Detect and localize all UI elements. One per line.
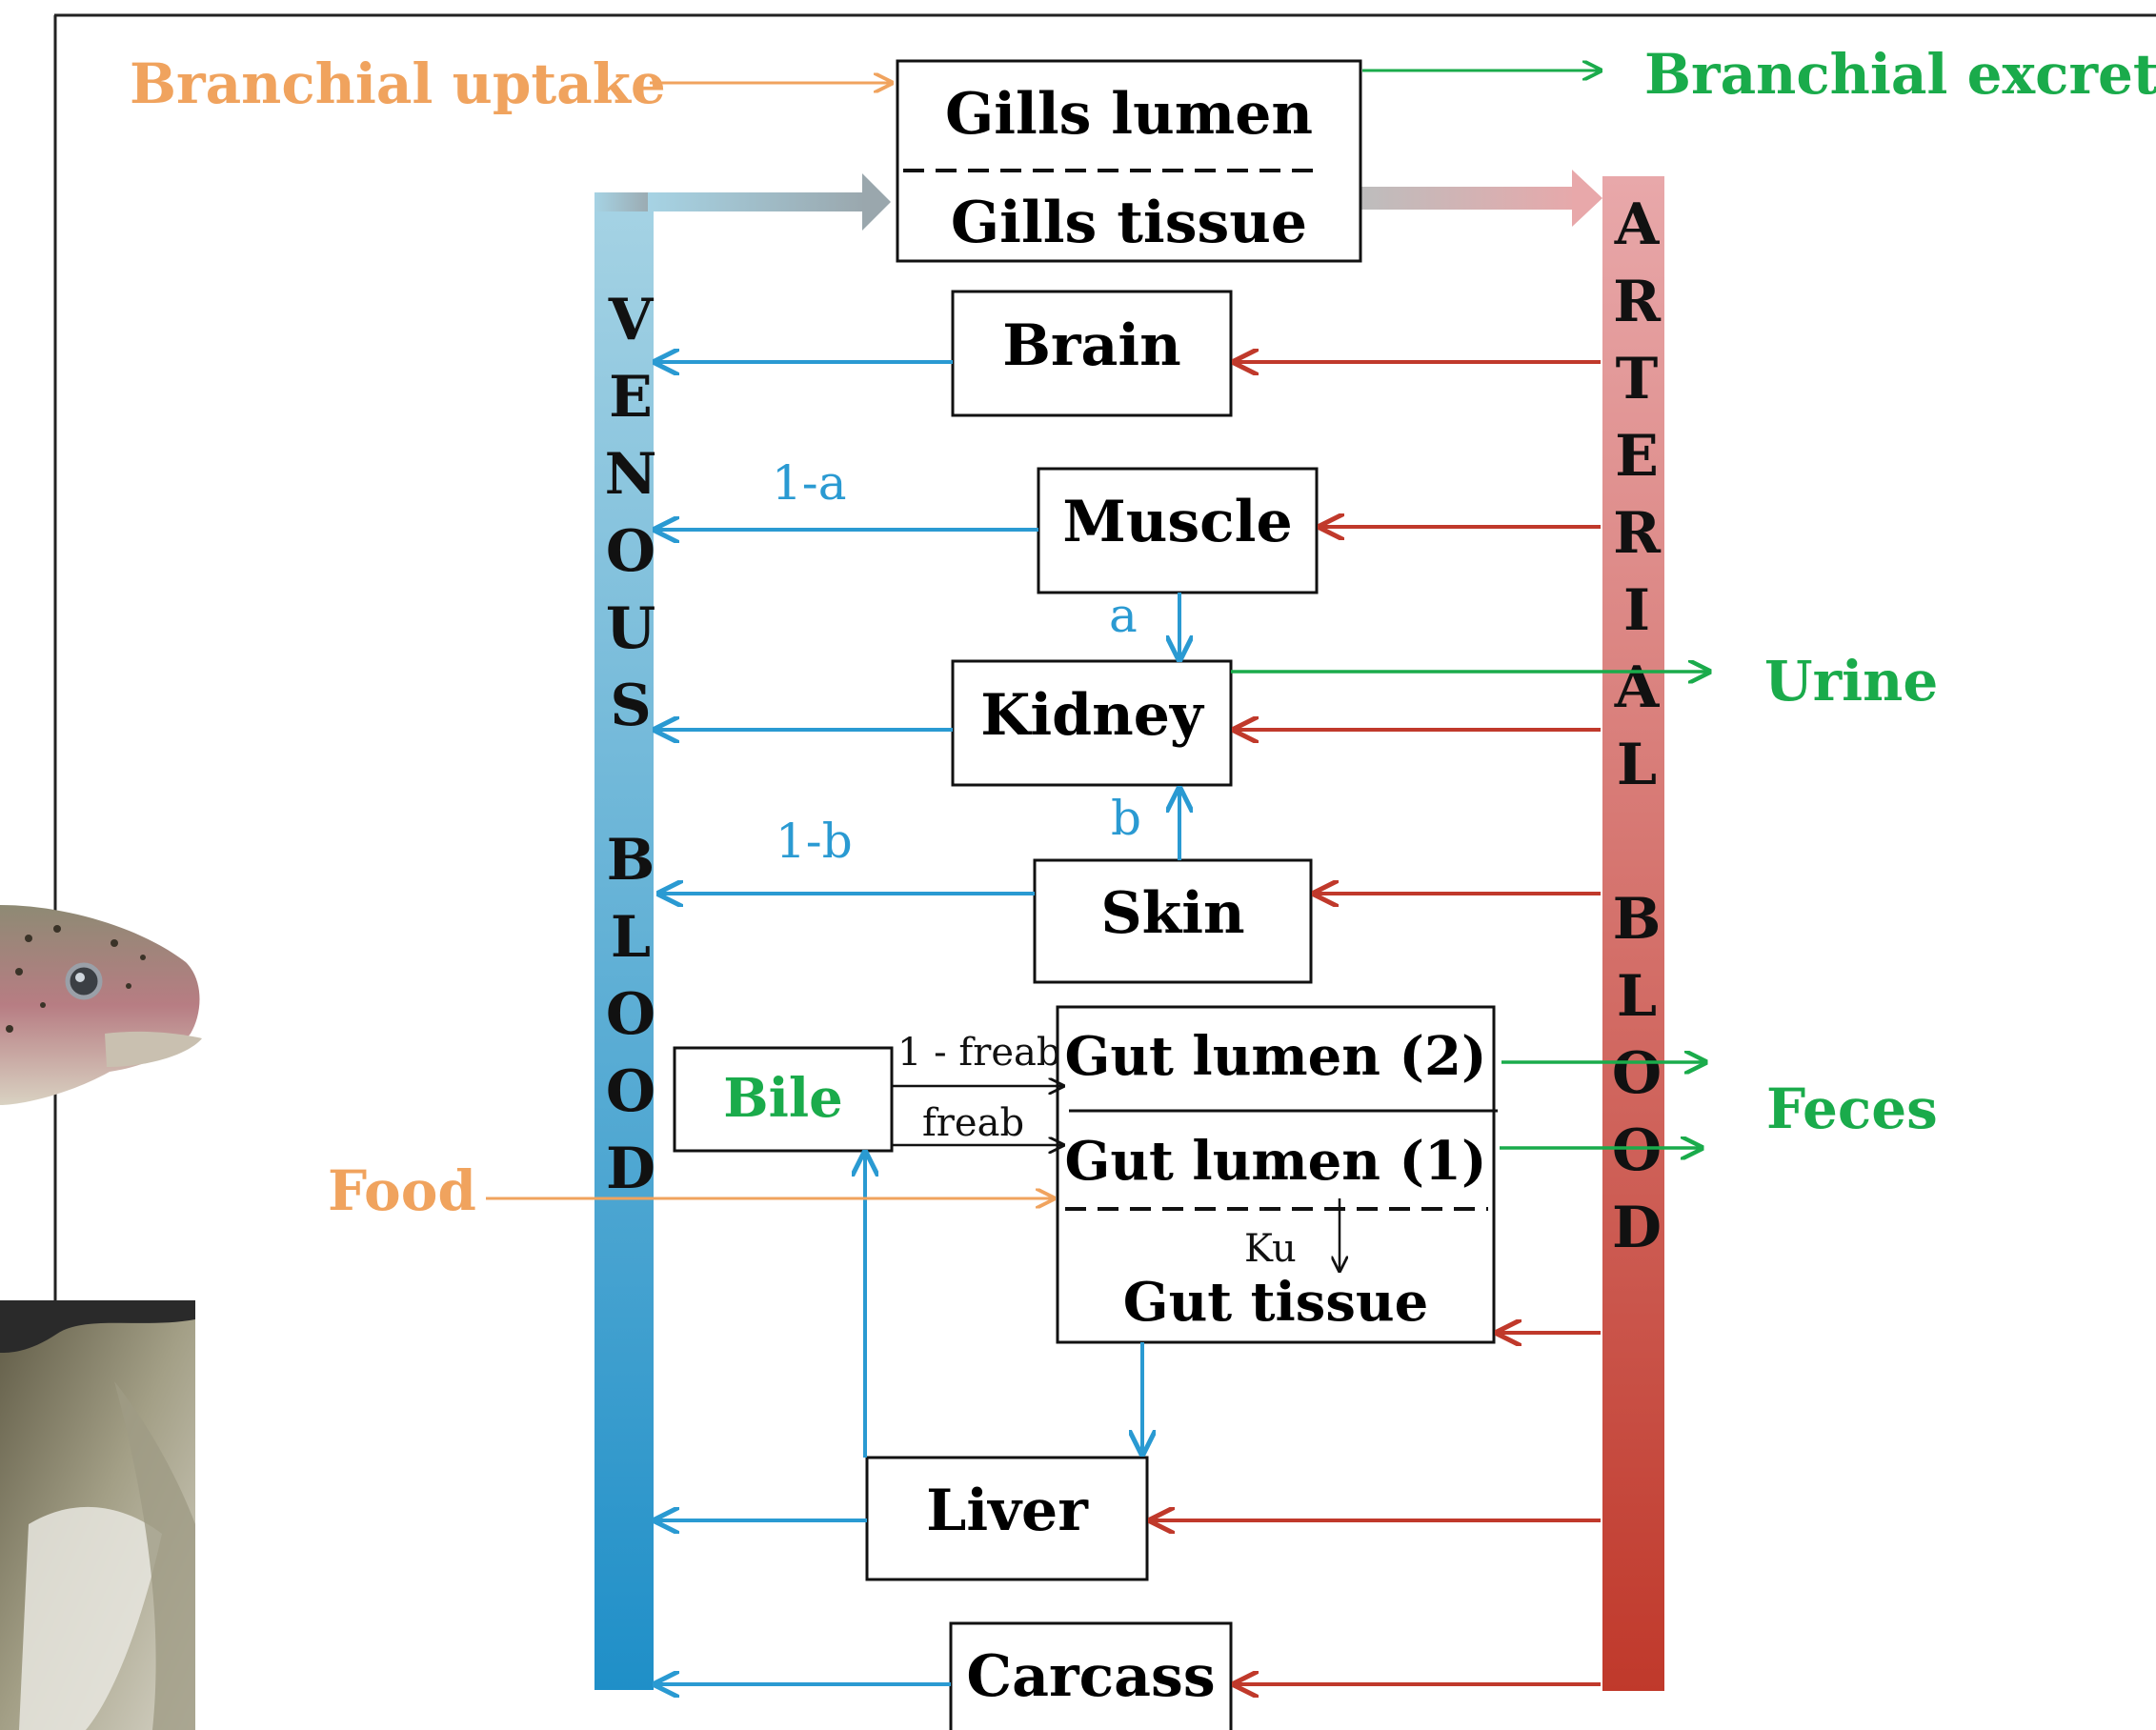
liver-box: Liver xyxy=(867,1458,1147,1579)
muscle-label: Muscle xyxy=(1062,489,1292,555)
brain-box: Brain xyxy=(953,292,1231,415)
skin-box: Skin xyxy=(1035,860,1311,982)
gut-box: Gut lumen (2) Gut lumen (1) Gut tissue xyxy=(1058,1007,1498,1342)
gut-lumen-1-label: Gut lumen (1) xyxy=(1065,1130,1487,1193)
arterial-blood-letter: L xyxy=(1617,963,1657,1030)
freab-label: freab xyxy=(922,1101,1024,1145)
a-label: a xyxy=(1109,588,1138,643)
b-label: b xyxy=(1111,791,1141,846)
arterial-blood-letter: T xyxy=(1616,346,1659,412)
gills-box: Gills lumen Gills tissue xyxy=(897,61,1360,261)
arterial-blood-letter: D xyxy=(1612,1195,1662,1261)
bag-photo xyxy=(0,1300,195,1730)
arterial-blood-letter: B xyxy=(1613,886,1662,953)
arterial-blood-letter: I xyxy=(1623,577,1650,644)
one-minus-freab-label: 1 - freab xyxy=(897,1031,1060,1075)
one-minus-a-label: 1-a xyxy=(772,455,847,511)
gills-to-arterial-arrow xyxy=(1360,170,1602,227)
venous-blood-letter: E xyxy=(609,364,653,431)
carcass-label: Carcass xyxy=(966,1643,1215,1710)
venous-blood-letter: U xyxy=(606,595,655,662)
skin-label: Skin xyxy=(1100,880,1244,947)
bile-box: Bile xyxy=(675,1048,892,1151)
gut-tissue-label: Gut tissue xyxy=(1123,1271,1428,1334)
venous-blood-letter: D xyxy=(606,1136,655,1202)
arterial-blood-letter: O xyxy=(1612,1040,1662,1107)
carcass-box: Carcass xyxy=(951,1623,1231,1730)
urine-label: Urine xyxy=(1764,649,1938,714)
gills-lumen-label: Gills lumen xyxy=(945,81,1313,148)
venous-blood-letter: B xyxy=(607,827,655,894)
one-minus-b-label: 1-b xyxy=(776,814,853,869)
venous-blood-letter: O xyxy=(606,981,655,1048)
food-label: Food xyxy=(328,1158,476,1223)
venous-blood-letter: L xyxy=(611,904,651,971)
branchial-uptake-label: Branchial uptake xyxy=(130,51,666,116)
fish-photo xyxy=(0,905,202,1105)
bile-label: Bile xyxy=(723,1067,843,1130)
venous-blood-letter: O xyxy=(606,1058,655,1125)
gut-lumen-2-label: Gut lumen (2) xyxy=(1065,1025,1487,1088)
venous-blood-letter: O xyxy=(606,518,655,585)
venous-blood-letter: V xyxy=(608,287,655,353)
arterial-blood-letter: E xyxy=(1615,423,1659,490)
kidney-label: Kidney xyxy=(980,682,1205,749)
gills-tissue-label: Gills tissue xyxy=(951,190,1307,256)
feces-label: Feces xyxy=(1766,1076,1938,1141)
arterial-blood-letter: R xyxy=(1613,500,1662,567)
ku-label: Ku xyxy=(1244,1227,1297,1271)
arterial-blood-letter: R xyxy=(1613,269,1662,335)
venous-blood-letter: N xyxy=(605,441,657,508)
kidney-box: Kidney xyxy=(953,661,1231,785)
branchial-excretion-label: Branchial excretion xyxy=(1644,42,2156,107)
arterial-blood-letter: A xyxy=(1614,191,1661,258)
arterial-blood-letter: A xyxy=(1614,654,1661,721)
arterial-blood-letter: O xyxy=(1612,1117,1662,1184)
arterial-blood-letter: L xyxy=(1617,732,1657,798)
muscle-box: Muscle xyxy=(1038,469,1317,593)
venous-blood-letter: S xyxy=(610,673,651,739)
liver-label: Liver xyxy=(926,1478,1089,1544)
brain-label: Brain xyxy=(1002,312,1181,379)
